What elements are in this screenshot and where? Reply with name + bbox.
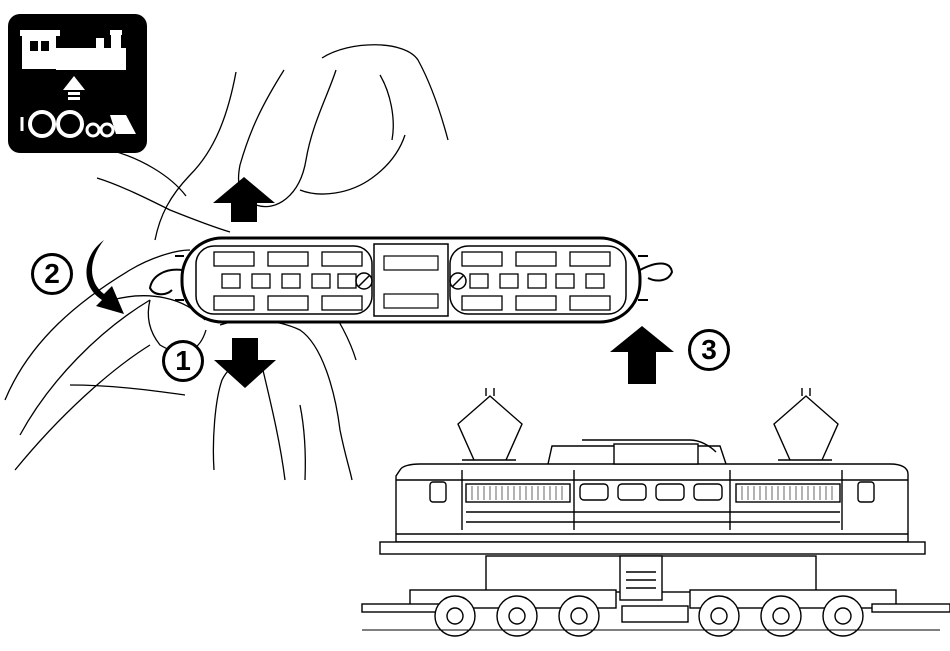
arrow-up-icon (610, 326, 674, 384)
arrow-up-icon (213, 177, 275, 222)
arrow-down-icon (214, 338, 276, 388)
step-badge-3: 3 (688, 329, 730, 371)
step-badge-2: 2 (31, 253, 73, 295)
bogie-underside-icon (150, 238, 672, 322)
steam-locomotive-icon (8, 14, 147, 153)
electric-locomotive-icon (362, 388, 950, 636)
step-badge-1: 1 (162, 340, 204, 382)
